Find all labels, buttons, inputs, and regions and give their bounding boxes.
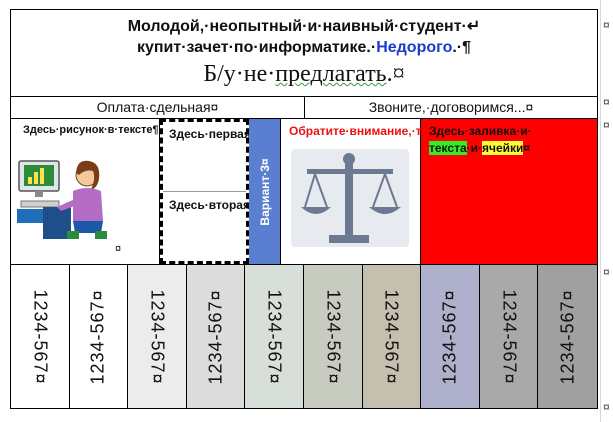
first-cell-text: Здесь·первая·ячейка¤ [169,127,303,141]
pay-row: Оплата·сдельная¤ Звоните,·договоримся...… [11,96,597,119]
margin-mark: ¤ [603,18,610,32]
variant-label: Вариант·3¤ [257,157,272,226]
number-row: 1234-567¤ 1234-567¤ 1234-567¤ 1234-567¤ 1234… [11,265,597,408]
title-accent-word: Недорого [376,39,453,56]
number-column: 1234-567¤ [479,265,539,408]
number-column: 1234-567¤ [186,265,246,408]
margin-mark: ¤ [603,95,610,109]
number-column-text: 1234-567¤ [381,288,402,385]
document-table: Молодой,·неопытный·и·наивный·студент·↵ к… [10,9,598,409]
number-column-text: 1234-567¤ [439,288,460,385]
number-column: 1234-567¤ [304,265,363,408]
title-spellcheck-word: предлагать [275,61,387,87]
title-line-2-suffix: .·¶ [452,39,472,56]
title-line-2-prefix: купит·зачет·по·информатике.· [136,39,377,56]
number-column-text: 1234-567¤ [205,288,226,385]
number-column-text: 1234-567¤ [264,288,285,385]
dashed-border-cell: Здесь·первая·ячейка¤ Здесь·вторая·ячейка… [160,119,303,264]
title-line-3-prefix: Б/у·не· [203,61,276,87]
margin-mark: ¤ [603,400,610,414]
number-column-text: 1234-567¤ [30,288,51,385]
second-cell-text: Здесь·вторая·ячейка¤ [169,198,302,212]
contact-cell: Звоните,·договоримся...¤ [368,99,534,115]
number-column-text: 1234-567¤ [557,288,578,385]
number-column: 1234-567¤ [421,265,480,408]
number-column: 1234-567¤ [245,265,304,408]
watermark-note: Обратите·внимание,·тут·рисунок·на·заднем… [289,123,598,139]
title-line-1: Молодой,·неопытный·и·наивный·студент·↵ [127,18,481,35]
variant-cell: Вариант·3¤ [249,119,281,264]
number-column: 1234-567¤ [69,265,129,408]
title-line-3: Б/у·не·предлагать.¤ [11,61,597,88]
scales-of-justice-icon [291,149,409,247]
number-column: 1234-567¤ [11,265,70,408]
number-column: 1234-567¤ [128,265,187,408]
title-row: Молодой,·неопытный·и·наивный·студент·↵ к… [11,10,597,97]
fill-text-prefix: Здесь·заливка·и· [429,124,532,138]
picture-label: Здесь·рисунок·в·тексте¶ [23,124,159,136]
number-column-text: 1234-567¤ [323,288,344,385]
fill-text-mid: ·и· [466,141,482,155]
fill-green-word: текста [429,141,467,155]
fill-cell-text: Здесь·заливка·и· текста·и·ячейки¤ [429,123,532,157]
picture-end-mark: ¤ [115,243,122,255]
picture-cell: Здесь·рисунок·в·тексте¶ ¤ [11,119,160,264]
fill-yellow-word: ячейки [482,141,524,155]
title-line-3-suffix: .¤ [386,61,405,87]
number-column: 1234-567¤ [362,265,422,408]
fill-text-suffix: ¤ [523,141,531,155]
first-cell-area [163,122,246,192]
number-column-text: 1234-567¤ [499,288,520,385]
watermark-cell: Обратите·внимание,·тут·рисунок·на·заднем… [281,119,598,264]
pay-terms-cell: Оплата·сдельная¤ [11,96,305,118]
margin-mark: ¤ [603,265,610,279]
number-column-text: 1234-567¤ [147,288,168,385]
number-column: 1234-567¤ [538,265,597,408]
woman-at-computer-icon [17,160,107,239]
title-line-2: купит·зачет·по·информатике.·Недорого.·¶ [11,39,597,57]
filled-cell: Здесь·заливка·и· текста·и·ячейки¤ [421,119,597,264]
number-column-text: 1234-567¤ [87,288,108,385]
margin-mark: ¤ [603,118,610,132]
content-row: Здесь·рисунок·в·тексте¶ ¤ [11,119,598,265]
